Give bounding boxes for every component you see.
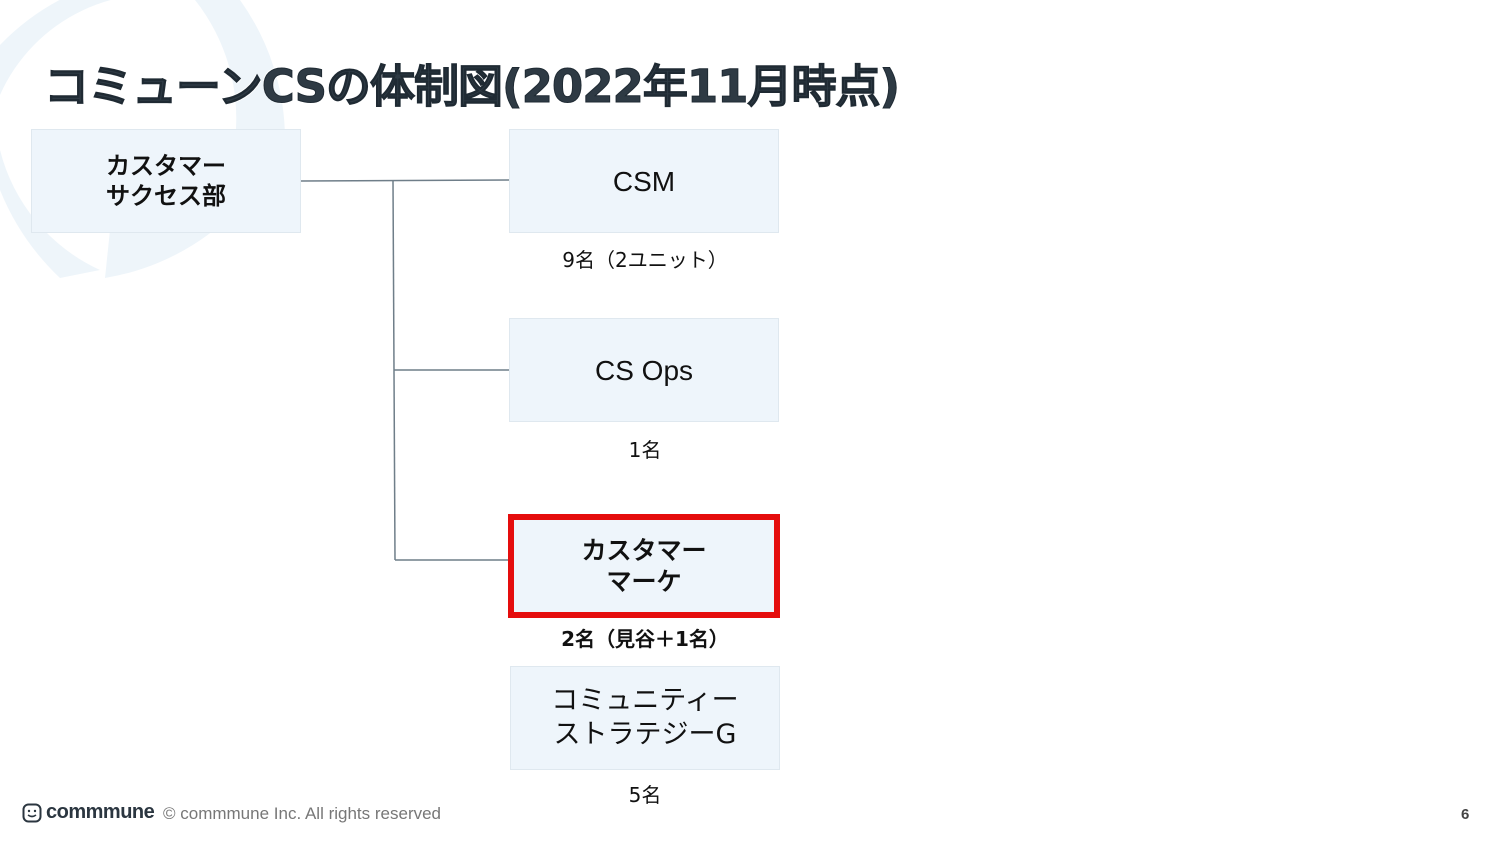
headcount-cs-ops: 1名 (628, 438, 662, 462)
org-box-csm: CSM (509, 129, 779, 233)
copyright-text: © commmune Inc. All rights reserved (163, 804, 442, 823)
org-box-cs-ops: CS Ops (509, 318, 779, 422)
org-box-label: コミュニティー ストラテジーG (551, 685, 739, 750)
org-box-customer-success-dept: カスタマー サクセス部 (31, 129, 301, 233)
commmune-logo-icon (22, 803, 42, 822)
commmune-logo: commmune (22, 801, 155, 824)
page-number: 6 (1461, 806, 1470, 823)
brand-name: commmune (46, 801, 155, 823)
org-box-community-strategy: コミュニティー ストラテジーG (510, 666, 780, 770)
headcount-community-strategy: 5名 (628, 783, 662, 807)
org-box-label: CS Ops (594, 354, 694, 386)
connector-root-csm (300, 179, 510, 182)
headcount-csm: 9名（2ユニット） (562, 248, 728, 272)
headcount-customer-marketing: 2名（見谷＋1名） (561, 627, 729, 651)
org-box-customer-marketing-highlighted: カスタマー マーケ (508, 514, 780, 618)
org-box-label: CSM (612, 165, 676, 197)
org-box-label: カスタマー マーケ (581, 535, 707, 596)
page-title: コミューンCSの体制図(2022年11月時点) (43, 60, 900, 114)
org-box-label: カスタマー サクセス部 (106, 152, 226, 210)
